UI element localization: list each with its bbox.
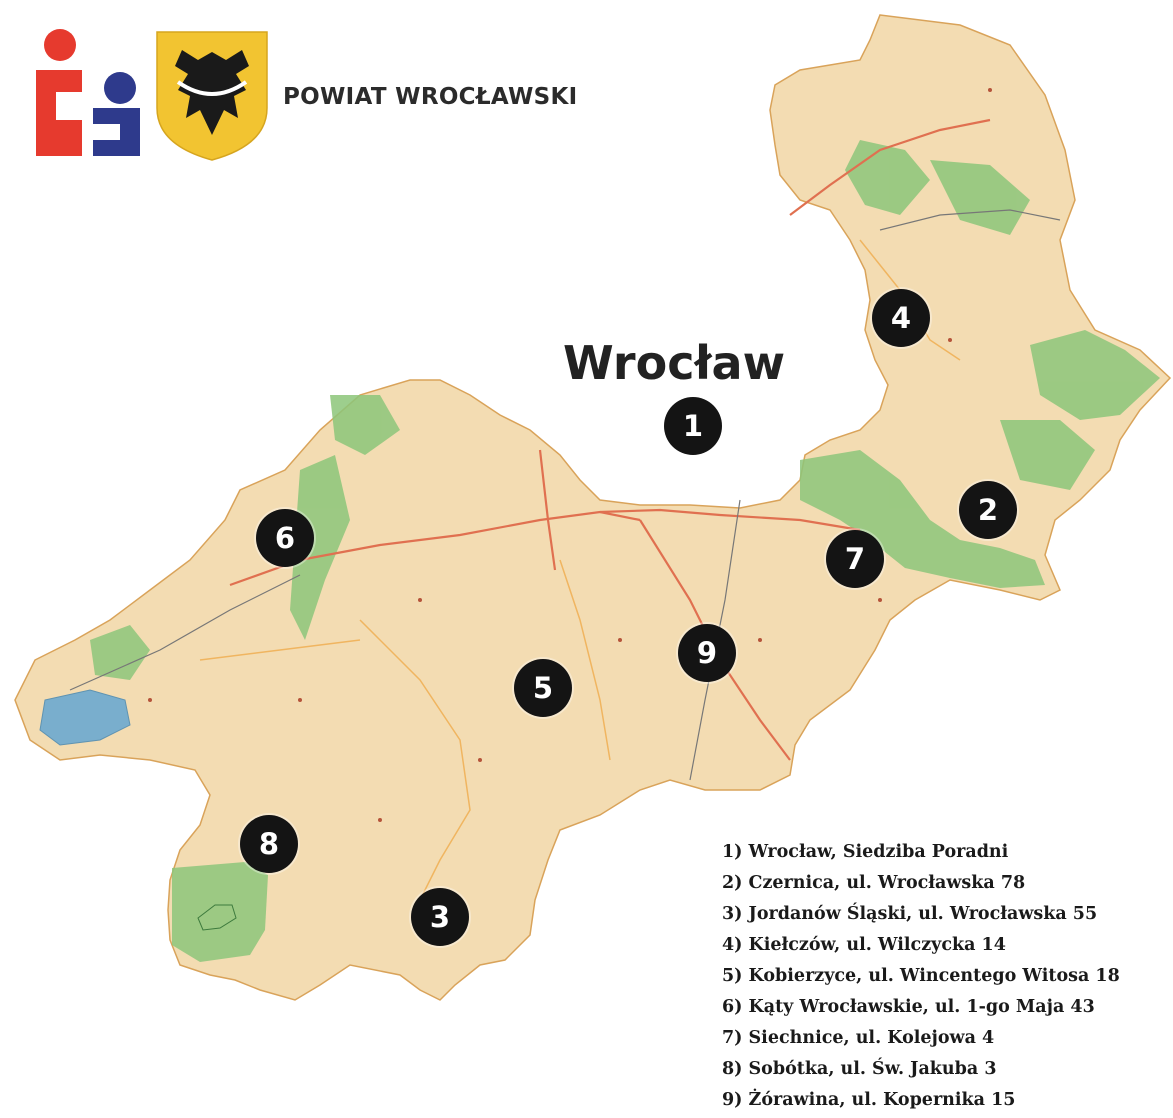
minor-roads	[199, 239, 961, 901]
legend-item: 9) Żórawina, ul. Kopernika 15	[722, 1090, 1016, 1110]
forest-areas	[90, 140, 1160, 962]
legend-item: 5) Kobierzyce, ul. Wincentego Witosa 18	[722, 966, 1120, 986]
logo	[36, 29, 140, 156]
legend-item: 3) Jordanów Śląski, ul. Wrocławska 55	[722, 904, 1098, 924]
lake	[39, 689, 131, 746]
legend-item: 2) Czernica, ul. Wrocławska 78	[722, 873, 1026, 893]
marker-6[interactable]: 6	[256, 509, 314, 567]
pond	[197, 904, 237, 931]
legend-item: 7) Siechnice, ul. Kolejowa 4	[722, 1028, 995, 1048]
header-title: POWIAT WROCŁAWSKI	[283, 84, 578, 110]
marker-4[interactable]: 4	[872, 289, 930, 347]
legend-item: 4) Kiełczów, ul. Wilczycka 14	[722, 935, 1006, 955]
marker-3[interactable]: 3	[411, 888, 469, 946]
place-dots	[148, 88, 992, 822]
marker-9[interactable]: 9	[678, 624, 736, 682]
crest	[156, 31, 268, 161]
legend-item: 1) Wrocław, Siedziba Poradni	[722, 842, 1009, 862]
marker-5[interactable]: 5	[514, 659, 572, 717]
location-legend: 1) Wrocław, Siedziba Poradni 2) Czernica…	[722, 837, 1120, 1116]
marker-1[interactable]: 1	[664, 397, 722, 455]
marker-2[interactable]: 2	[959, 481, 1017, 539]
marker-7[interactable]: 7	[826, 530, 884, 588]
city-label: Wrocław	[563, 336, 786, 390]
marker-8[interactable]: 8	[240, 815, 298, 873]
legend-item: 6) Kąty Wrocławskie, ul. 1-go Maja 43	[722, 997, 1095, 1017]
legend-item: 8) Sobótka, ul. Św. Jakuba 3	[722, 1059, 997, 1079]
district-shape	[14, 14, 1172, 1001]
